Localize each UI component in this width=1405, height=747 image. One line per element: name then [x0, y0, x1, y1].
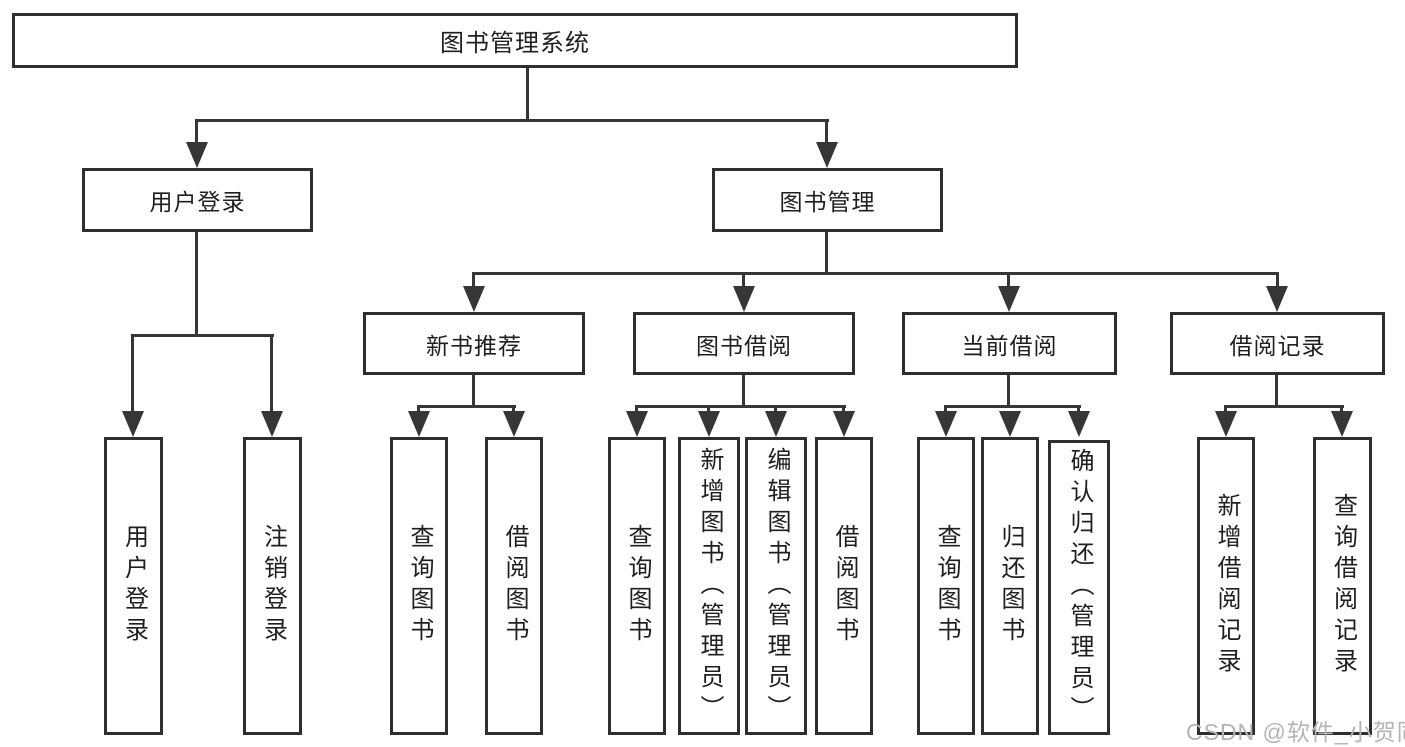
arrow-down-icon	[261, 411, 283, 437]
leaf-add-book-admin: 新增图书（管理员）	[678, 437, 740, 735]
connector-line	[195, 232, 198, 336]
leaf-label: 确认归还（管理员）	[1066, 448, 1093, 727]
connector-line	[944, 405, 947, 414]
node-new-book-recommend: 新书推荐	[363, 312, 585, 375]
arrow-down-icon	[626, 411, 648, 437]
node-label: 借阅记录	[1229, 332, 1326, 359]
arrow-down-icon	[186, 142, 208, 168]
node-label: 用户登录	[149, 189, 246, 215]
connector-line	[1275, 375, 1278, 408]
connector-line	[635, 405, 638, 414]
connector-line	[526, 68, 529, 121]
arrow-down-icon	[503, 411, 525, 437]
leaf-label: 注销登录	[259, 524, 287, 648]
leaf-query-book-recommend: 查询图书	[390, 437, 448, 735]
connector-line	[417, 405, 516, 408]
connector-line	[131, 334, 274, 337]
arrow-down-icon	[463, 286, 485, 312]
node-current-borrow: 当前借阅	[902, 312, 1117, 375]
arrow-down-icon	[765, 411, 787, 437]
connector-line	[635, 405, 846, 408]
leaf-label: 编辑图书（管理员）	[763, 446, 790, 726]
leaf-logout-login: 注销登录	[243, 437, 302, 735]
connector-line	[1007, 272, 1010, 290]
node-label: 当前借阅	[961, 332, 1058, 359]
leaf-label: 借阅图书	[501, 524, 528, 648]
connector-line	[825, 232, 828, 274]
connector-line	[707, 405, 710, 414]
arrow-down-icon	[816, 142, 838, 168]
leaf-borrow-book-recommend: 借阅图书	[485, 437, 543, 735]
connector-line	[472, 272, 475, 290]
leaf-label: 用户登录	[120, 524, 148, 648]
node-borrow-record: 借阅记录	[1170, 312, 1385, 375]
arrow-down-icon	[998, 286, 1020, 312]
connector-line	[742, 375, 745, 408]
leaf-return-book: 归还图书	[981, 437, 1039, 735]
leaf-user-login: 用户登录	[104, 437, 163, 735]
arrow-down-icon	[1331, 411, 1353, 437]
node-label: 图书管理系统	[440, 30, 590, 57]
leaf-label: 查询借阅记录	[1329, 493, 1357, 679]
node-user-login: 用户登录	[82, 168, 313, 232]
leaf-label: 借阅图书	[831, 524, 858, 648]
arrow-down-icon	[1215, 411, 1237, 437]
connector-line	[1276, 272, 1279, 290]
connector-line	[1224, 405, 1227, 414]
arrow-down-icon	[733, 286, 755, 312]
connector-line	[742, 272, 745, 290]
leaf-query-book-borrow: 查询图书	[608, 437, 666, 735]
connector-line	[512, 405, 515, 414]
connector-line	[131, 334, 134, 414]
connector-line	[1224, 405, 1344, 408]
arrow-down-icon	[1266, 286, 1288, 312]
arrow-down-icon	[935, 411, 957, 437]
node-label: 图书借阅	[696, 332, 792, 359]
connector-line	[842, 405, 845, 414]
arrow-down-icon	[408, 411, 430, 437]
arrow-down-icon	[999, 411, 1021, 437]
leaf-label: 查询图书	[624, 524, 651, 648]
node-book-management: 图书管理	[712, 168, 943, 232]
leaf-label: 查询图书	[933, 524, 960, 648]
leaf-add-borrow-record: 新增借阅记录	[1197, 437, 1255, 735]
leaf-edit-book-admin: 编辑图书（管理员）	[745, 437, 807, 735]
leaf-confirm-return-admin: 确认归还（管理员）	[1048, 440, 1110, 735]
node-label: 图书管理	[779, 189, 876, 215]
connector-line	[944, 405, 1081, 408]
arrow-down-icon	[1068, 411, 1090, 437]
connector-line	[417, 405, 420, 414]
node-book-borrow: 图书借阅	[633, 312, 855, 375]
leaf-borrow-book: 借阅图书	[815, 437, 873, 735]
connector-line	[1077, 405, 1080, 414]
connector-line	[472, 375, 475, 408]
node-label: 新书推荐	[426, 332, 522, 359]
connector-line	[825, 119, 828, 145]
arrow-down-icon	[833, 411, 855, 437]
connector-line	[472, 272, 1279, 275]
leaf-query-borrow-record: 查询借阅记录	[1313, 437, 1372, 735]
leaf-label: 新增图书（管理员）	[696, 446, 723, 726]
leaf-label: 新增借阅记录	[1213, 493, 1240, 679]
arrow-down-icon	[698, 411, 720, 437]
connector-line	[195, 119, 198, 145]
connector-line	[270, 334, 273, 414]
connector-line	[1007, 375, 1010, 408]
connector-line	[196, 119, 829, 122]
connector-line	[774, 405, 777, 414]
connector-line	[1340, 405, 1343, 414]
csdn-watermark: CSDN @软件_小贺同学	[1186, 719, 1405, 745]
arrow-down-icon	[122, 411, 144, 437]
leaf-query-book-current: 查询图书	[917, 437, 975, 735]
leaf-label: 查询图书	[406, 524, 433, 648]
leaf-label: 归还图书	[997, 524, 1024, 648]
node-root-library-system: 图书管理系统	[12, 13, 1018, 68]
